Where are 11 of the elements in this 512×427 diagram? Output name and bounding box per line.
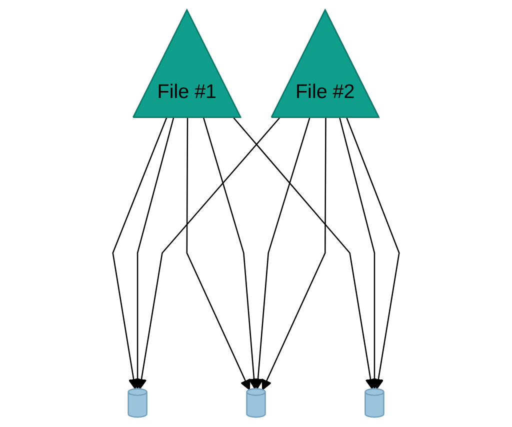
arrow [233, 117, 376, 390]
arrow [203, 118, 260, 390]
arrow [346, 118, 400, 390]
node-cylinder [364, 388, 384, 418]
arrow [112, 118, 168, 390]
node-cylinder [128, 388, 148, 418]
arrow [262, 118, 326, 390]
arrow [186, 118, 250, 390]
arrow [136, 117, 280, 390]
arrow [252, 118, 310, 390]
node-cylinder [246, 388, 266, 418]
